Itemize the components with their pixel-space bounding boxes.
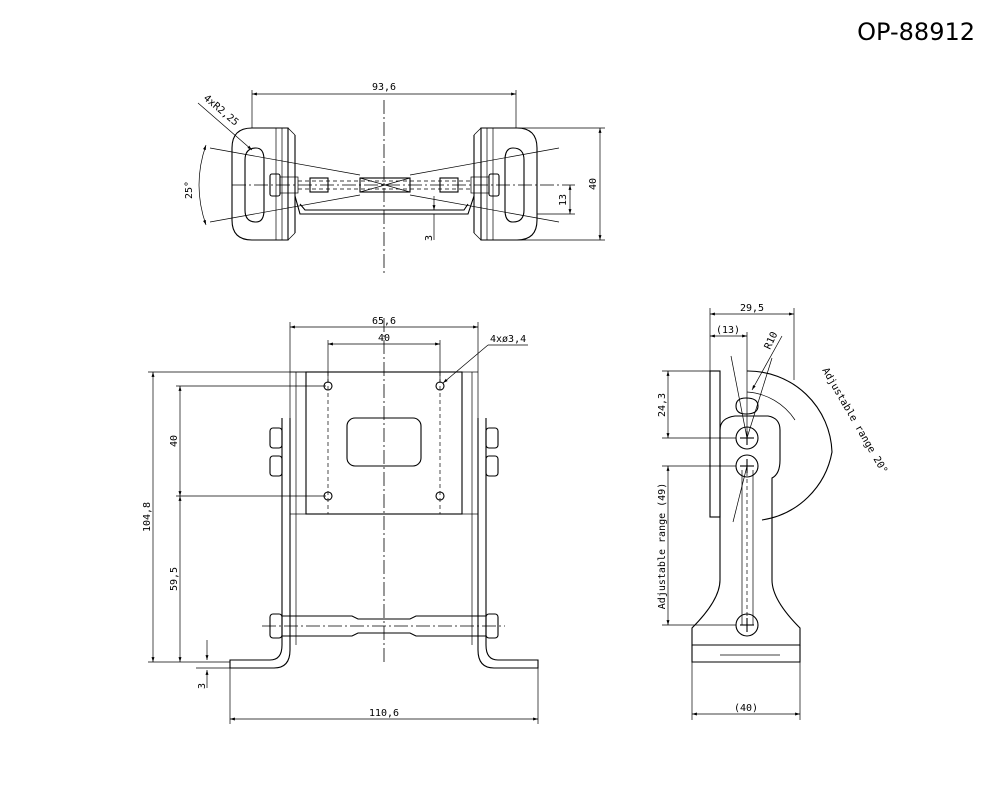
side-width-dimension: 29,5 [740,303,764,314]
drawing-title: OP-88912 [857,18,975,46]
side-slide-range-label: Adjustable range (49) [657,483,668,609]
front-plate-width-dimension: 65,6 [372,316,396,327]
front-hole-pitch-y-dimension: 40 [169,435,180,447]
front-base-width-dimension: 110,6 [369,708,399,719]
side-radius-dimension: R10 [763,330,781,351]
top-offset-dimension: 13 [558,194,569,206]
top-angle-dimension: 25° [184,181,195,199]
side-view: 29,5 (13) R10 Adjustable range 20° 24,3 … [657,303,889,720]
front-view: 65,6 40 4xø3,4 40 104,8 59,5 3 110,6 [142,316,539,724]
front-hole-pitch-x-dimension: 40 [378,333,390,344]
side-base-width-dimension: (40) [734,703,758,714]
top-thickness-dimension: 3 [424,235,435,241]
front-lower-height-dimension: 59,5 [169,567,180,591]
side-offset-dimension: (13) [716,325,740,336]
front-holes-dimension: 4xø3,4 [490,334,526,345]
top-width-dimension: 93,6 [372,82,396,93]
front-total-height-dimension: 104,8 [142,502,153,532]
base-screw-icon [735,613,759,637]
front-base-thickness-dimension: 3 [197,683,208,689]
side-plate-height-dimension: 24,3 [657,393,668,417]
top-height-dimension: 40 [588,178,599,190]
top-view: 93,6 4xR2,25 25° 40 13 3 [184,82,605,276]
